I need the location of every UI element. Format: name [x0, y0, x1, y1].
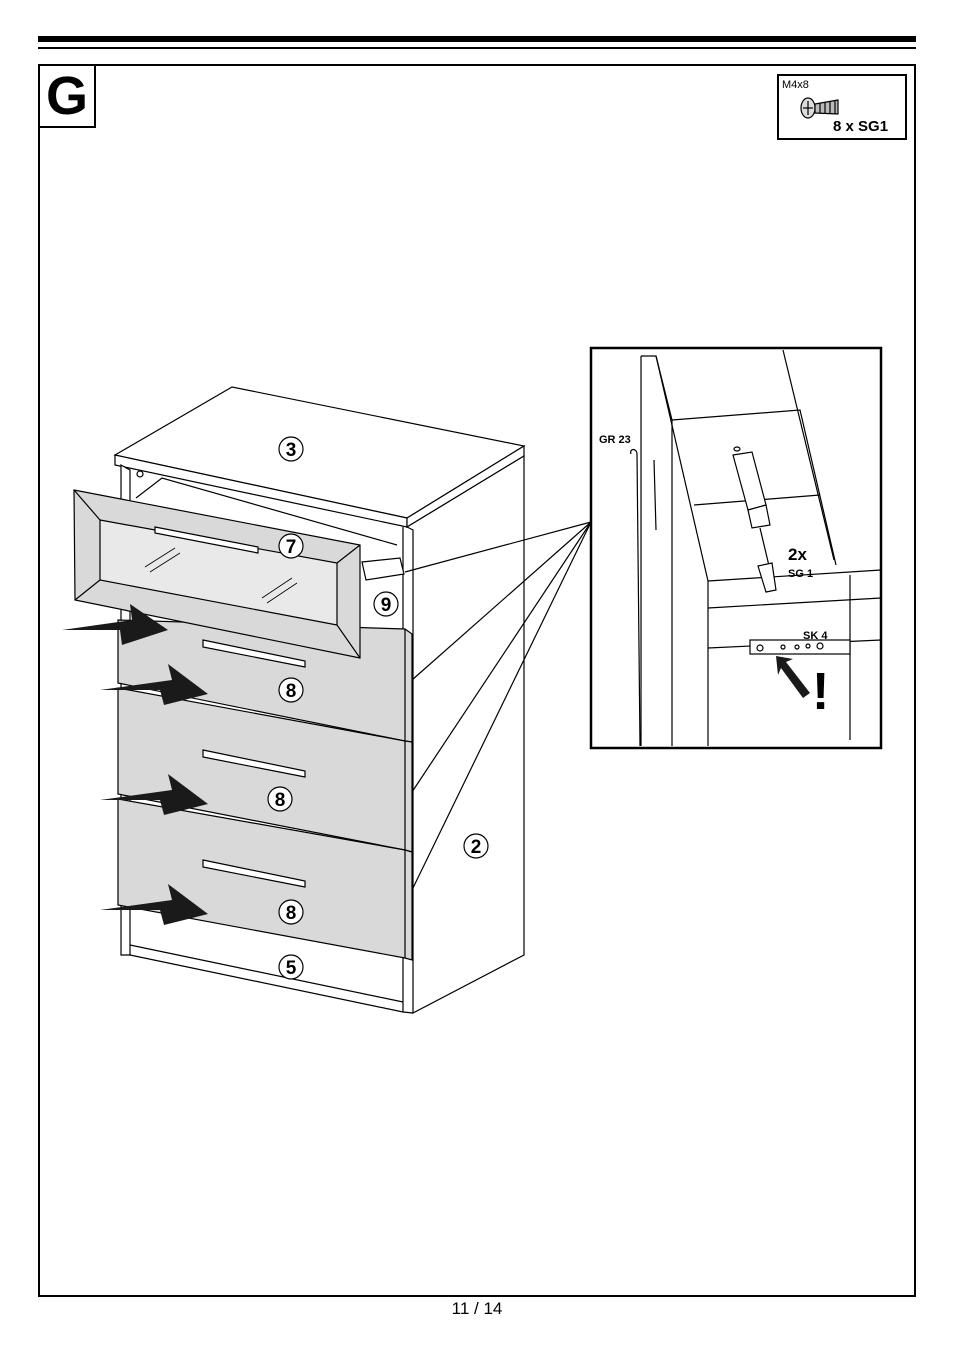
callout-drawer-2: 8 [275, 790, 286, 811]
callout-drawer-1: 8 [286, 681, 297, 702]
callout-top-panel: 3 [286, 440, 297, 461]
callout-side-panel: 2 [471, 837, 482, 858]
detail-screw-count: 2x [788, 545, 807, 564]
detail-handle-label: GR 23 [599, 434, 631, 446]
callout-front-drawer: 7 [286, 537, 297, 558]
page-number: 11 / 14 [0, 1299, 954, 1319]
callout-drawer-3: 8 [286, 903, 297, 924]
detail-screw-label: SG 1 [788, 568, 813, 580]
detail-inset [591, 348, 881, 748]
callout-runner: 9 [381, 595, 392, 616]
detail-runner-label: SK 4 [803, 630, 828, 642]
screw-icon [801, 98, 838, 118]
warning-icon: ! [812, 663, 829, 721]
callout-plinth: 5 [286, 958, 297, 979]
